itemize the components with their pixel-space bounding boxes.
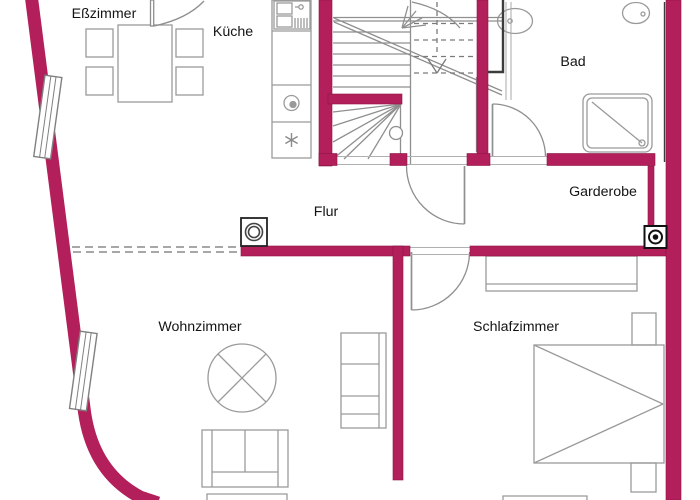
nightstand (630, 462, 657, 493)
wall-exterior-right (665, 0, 682, 500)
open-boundary-dashed (72, 246, 241, 253)
room-label-schlafzimmer: Schlafzimmer (473, 319, 559, 335)
door-schlafzimmer (410, 251, 471, 311)
wardrobe (485, 255, 638, 292)
wall-stair-landing (327, 93, 403, 105)
wall-flur-bottom (469, 245, 667, 257)
dining-chair (85, 66, 114, 96)
wall-flur-bottom (240, 245, 411, 257)
wall-stair-right (476, 0, 489, 164)
bed-icon (533, 344, 665, 464)
stair-walk-line (333, 17, 503, 92)
dresser-partial (502, 495, 588, 500)
window-icon (68, 330, 98, 412)
wall-flur-top (466, 153, 491, 166)
room-labels: Eßzimmer Küche Bad Garderobe Flur Wohnzi… (72, 6, 637, 335)
dining-table (117, 24, 173, 103)
round-table-icon (207, 343, 277, 413)
washing-machine-icon (283, 94, 300, 112)
door-esszimmer-kueche (149, 0, 205, 27)
wall-stair-left (318, 0, 333, 167)
wall-flur-top (389, 153, 408, 166)
wall-garderobe (647, 165, 655, 227)
door-flur (405, 165, 466, 225)
dining-chair (175, 28, 204, 58)
wall-exterior-left-curved (25, 0, 161, 500)
window-icon (32, 74, 63, 160)
windows (32, 74, 98, 412)
wall-flur-top (546, 153, 656, 166)
shower-icon (582, 93, 653, 153)
nightstand (631, 312, 657, 346)
stair-direction-arrow (427, 58, 447, 74)
sideboard-partial (206, 493, 288, 500)
bedroom-furniture (485, 255, 665, 500)
door-stair-landing (411, 1, 461, 29)
dining-table-group (85, 24, 204, 103)
room-label-wohnzimmer: Wohnzimmer (158, 319, 242, 335)
kitchen-counter-group (271, 0, 312, 159)
room-label-kueche: Küche (213, 24, 253, 40)
doors (149, 0, 547, 311)
wall-room-divider (392, 245, 404, 481)
sofa-right (340, 332, 387, 429)
wall-flur-top (318, 153, 338, 166)
column-duct-icon (643, 225, 668, 249)
room-label-garderobe: Garderobe (569, 184, 637, 200)
room-label-flur: Flur (314, 204, 339, 220)
columns (240, 217, 668, 249)
door-bad (491, 103, 547, 158)
stair-newel-post (388, 125, 404, 141)
staircase (332, 0, 512, 165)
kitchen-sink-icon (273, 0, 311, 30)
wc-icon (621, 1, 651, 25)
wall-linings (488, 0, 666, 162)
walls (240, 0, 682, 500)
room-label-bad: Bad (560, 54, 585, 70)
livingroom-furniture (201, 332, 387, 500)
dining-chair (85, 28, 114, 58)
thresholds (337, 156, 547, 255)
dining-chair (175, 66, 204, 96)
column-duct-icon (240, 217, 268, 247)
room-label-esszimmer: Eßzimmer (72, 6, 137, 22)
upper-flight-dashed (414, 2, 476, 74)
freezer-snowflake-icon (285, 133, 298, 147)
sofa-bottom (201, 429, 289, 488)
bathroom-fixtures (496, 1, 653, 153)
furniture-layer (85, 0, 665, 500)
